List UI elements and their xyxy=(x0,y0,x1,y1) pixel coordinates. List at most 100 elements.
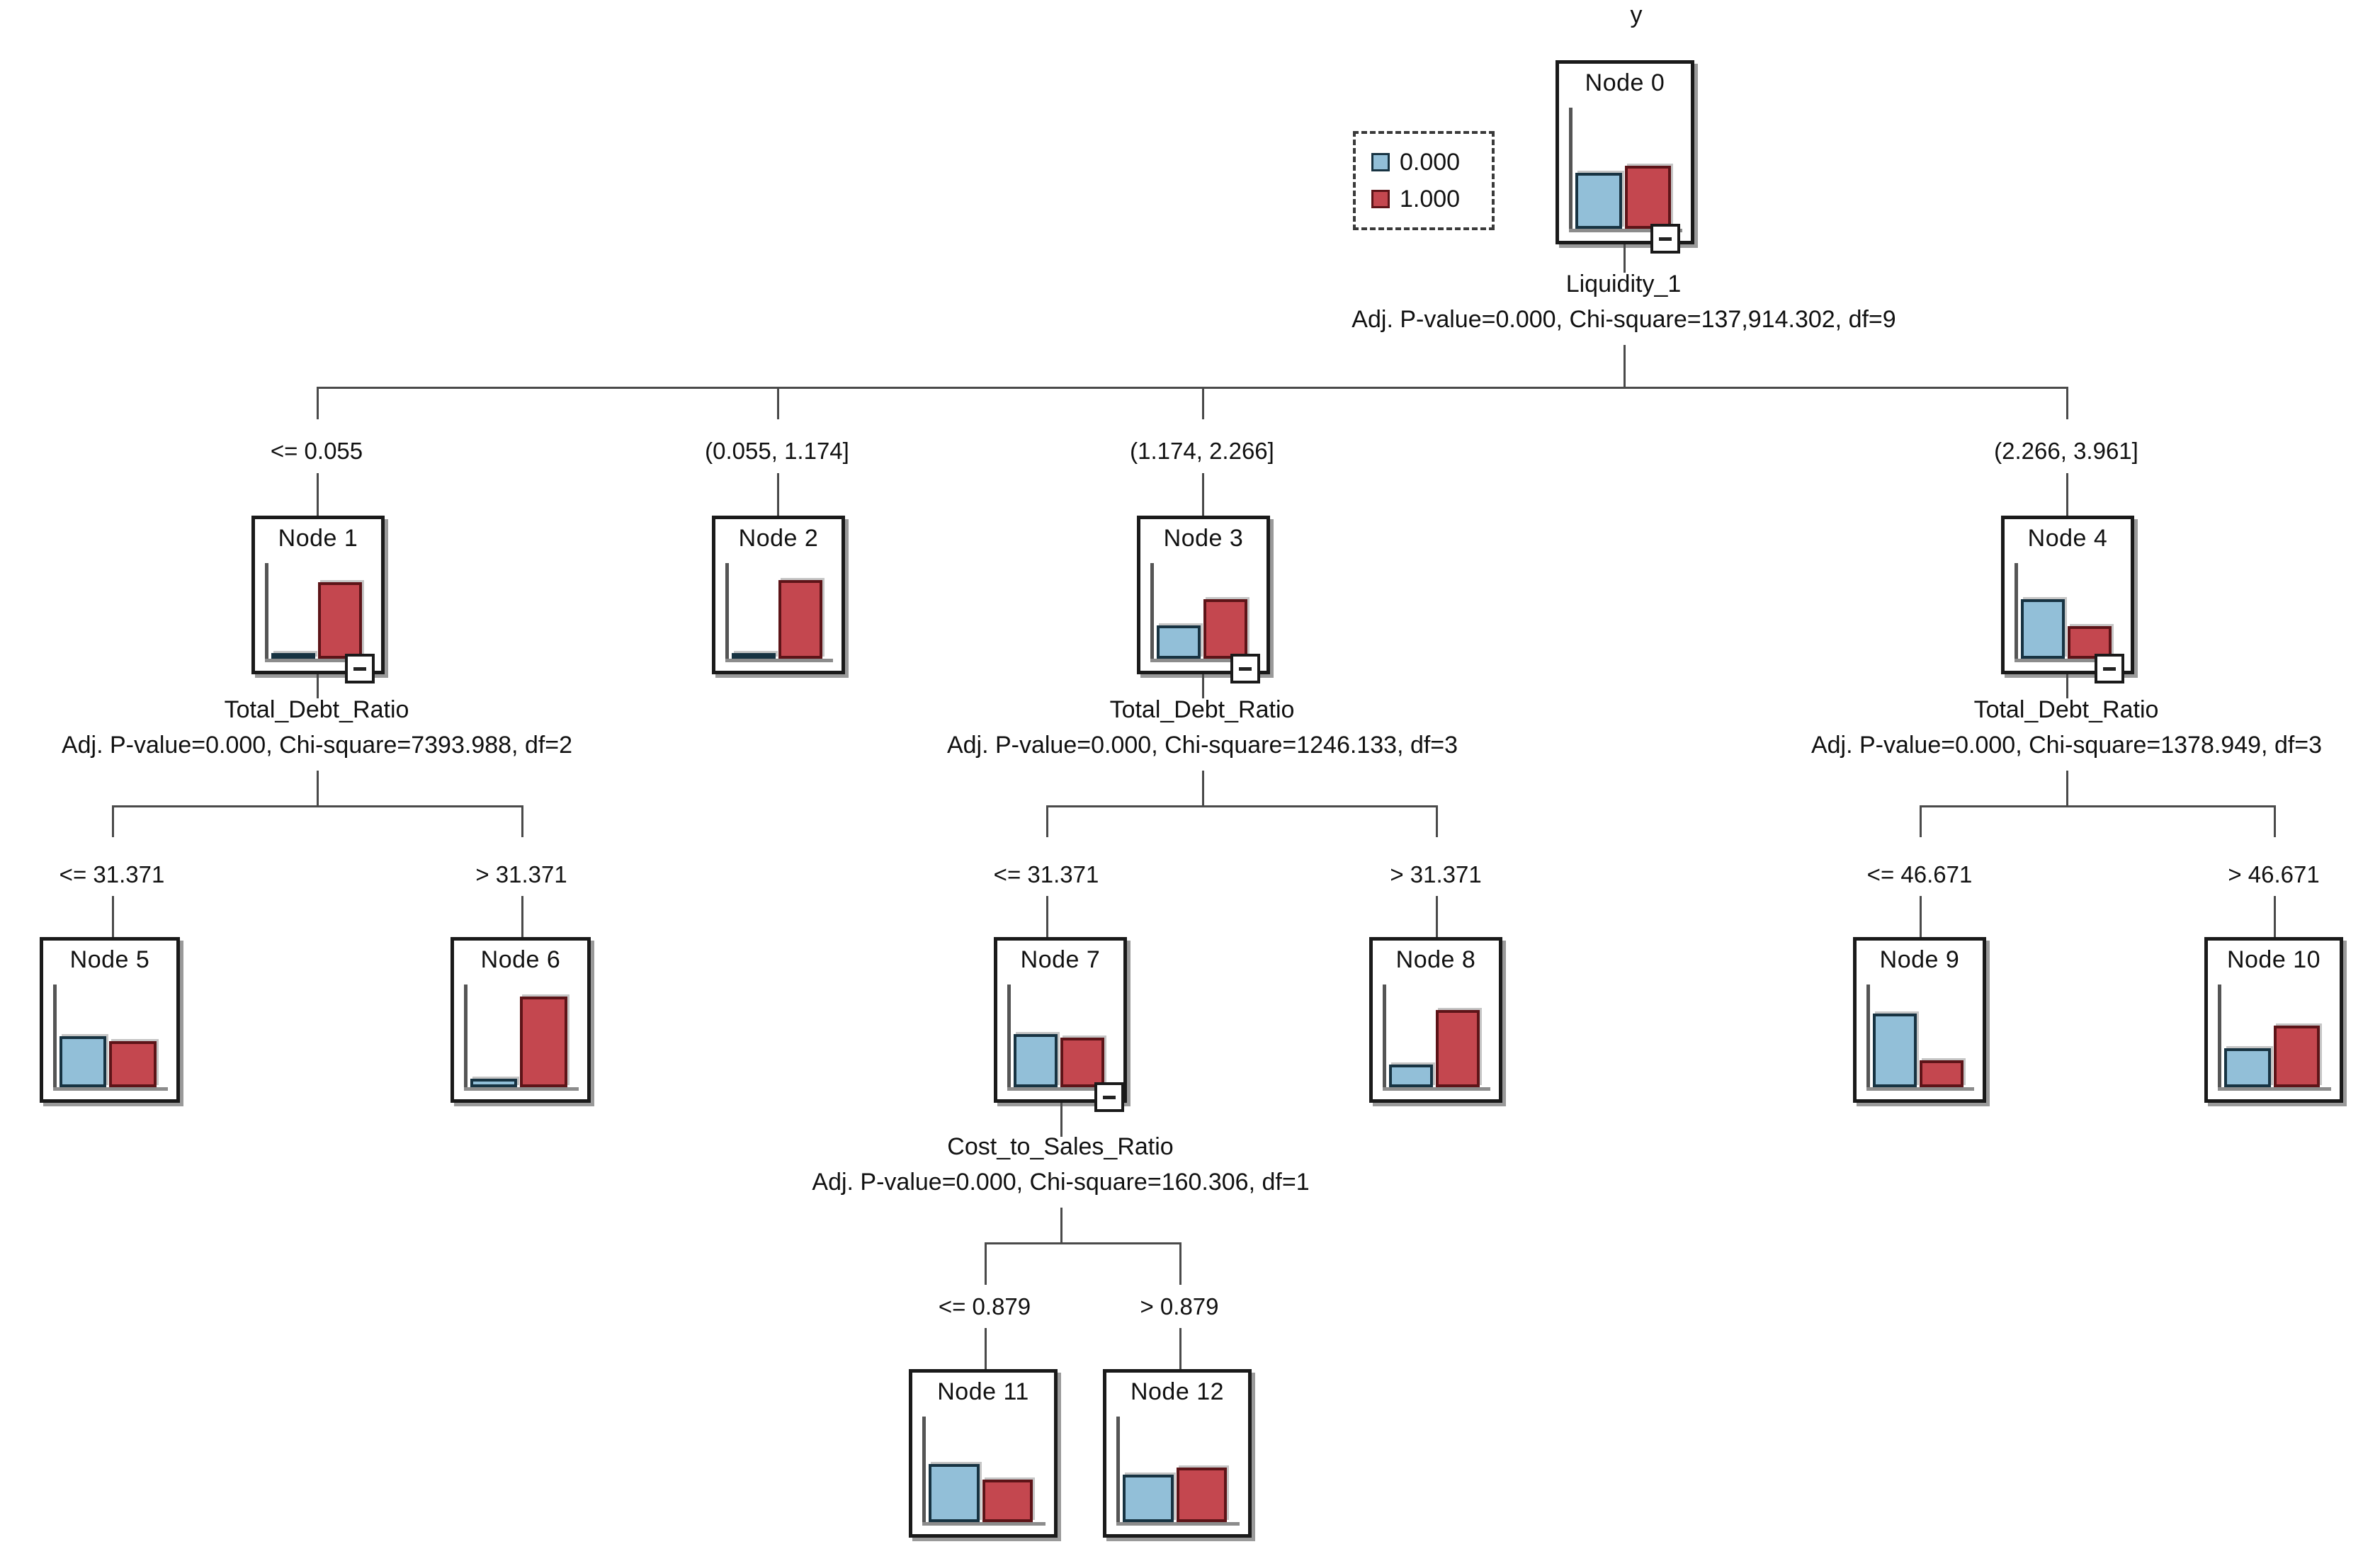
node-11-bars xyxy=(929,1417,1044,1522)
connector-node-1-stem xyxy=(317,674,319,698)
node-2-title: Node 2 xyxy=(738,525,819,552)
split-label-node-1-variable: Total_Debt_Ratio xyxy=(224,696,409,723)
connector-node-3-down xyxy=(1202,771,1204,806)
legend-swatch-class-0 xyxy=(1371,153,1390,171)
edge-label-root-1: <= 0.055 xyxy=(270,438,363,464)
node-7-bars xyxy=(1014,985,1114,1087)
node-1-x-axis xyxy=(265,659,373,662)
connector-root-to-node-2 xyxy=(777,387,779,419)
connector-root-to-node-1 xyxy=(317,387,319,419)
connector-node-7-stem xyxy=(1060,1103,1062,1137)
tree-node-11[interactable]: Node 11 xyxy=(909,1369,1058,1538)
node-1-title: Node 1 xyxy=(278,525,358,552)
node-10-bars xyxy=(2224,985,2330,1087)
node-10-y-axis xyxy=(2218,985,2221,1091)
edge-label-node7-left: <= 0.879 xyxy=(938,1293,1031,1320)
node-3-chart xyxy=(1150,563,1258,662)
node-5-x-axis xyxy=(53,1087,168,1091)
edge-label-node4-right: > 46.671 xyxy=(2228,861,2320,887)
edge-label-node1-right: > 31.371 xyxy=(475,861,567,887)
node-2-bar-class-1 xyxy=(778,580,823,659)
tree-node-8[interactable]: Node 8 xyxy=(1369,937,1502,1103)
tree-node-12[interactable]: Node 12 xyxy=(1103,1369,1252,1538)
connector-edge-1-drop xyxy=(317,473,319,516)
tree-node-7[interactable]: Node 7 xyxy=(994,937,1127,1103)
node-4-y-axis xyxy=(2014,563,2018,662)
node-9-bar-class-1 xyxy=(1920,1060,1964,1087)
node-1-collapse-toggle[interactable] xyxy=(345,654,375,683)
node-2-bar-class-0 xyxy=(732,653,776,659)
connector-node-0-down xyxy=(1624,345,1626,387)
split-label-node-7-variable: Cost_to_Sales_Ratio xyxy=(947,1133,1174,1160)
tree-node-9[interactable]: Node 9 xyxy=(1853,937,1986,1103)
node-0-collapse-toggle[interactable] xyxy=(1650,224,1680,254)
node-0-bars xyxy=(1575,108,1681,229)
node-5-chart xyxy=(53,985,168,1091)
tree-node-1[interactable]: Node 1 xyxy=(251,516,385,674)
node-0-bar-class-1 xyxy=(1624,166,1672,229)
tree-node-6[interactable]: Node 6 xyxy=(450,937,591,1103)
node-0-title: Node 0 xyxy=(1585,69,1665,96)
node-7-x-axis xyxy=(1007,1087,1115,1091)
tree-node-5[interactable]: Node 5 xyxy=(40,937,180,1103)
node-7-title: Node 7 xyxy=(1020,946,1101,973)
node-9-bar-class-0 xyxy=(1873,1013,1917,1087)
node-5-y-axis xyxy=(53,985,57,1091)
connector-node-4-bus xyxy=(1920,805,2274,807)
node-9-title: Node 9 xyxy=(1879,946,1960,973)
node-11-title: Node 11 xyxy=(937,1378,1029,1405)
connector-node-7-bus xyxy=(985,1242,1179,1244)
connector-node-7-to-node-12 xyxy=(1179,1242,1182,1285)
node-12-bar-class-1 xyxy=(1176,1467,1228,1522)
node-1-bar-class-0 xyxy=(271,653,316,659)
node-11-chart xyxy=(922,1417,1046,1526)
node-4-collapse-toggle[interactable] xyxy=(2095,654,2124,683)
split-label-node-0-variable: Liquidity_1 xyxy=(1565,271,1682,297)
node-3-bars xyxy=(1157,563,1257,659)
connector-root-to-node-4 xyxy=(2066,387,2068,419)
connector-node-7-down xyxy=(1060,1208,1062,1243)
legend-label-class-0: 0.000 xyxy=(1400,148,1461,176)
node-8-bars xyxy=(1389,985,1489,1087)
node-12-x-axis xyxy=(1116,1522,1240,1526)
node-6-bar-class-0 xyxy=(470,1079,518,1087)
legend-item-class-0: 0.000 xyxy=(1371,144,1473,181)
node-6-x-axis xyxy=(464,1087,579,1091)
node-1-bar-class-1 xyxy=(318,582,363,659)
split-label-node-3-stats: Adj. P-value=0.000, Chi-square=1246.133,… xyxy=(946,732,1458,759)
node-12-y-axis xyxy=(1116,1417,1120,1526)
tree-node-0[interactable]: Node 0 xyxy=(1556,60,1694,244)
tree-node-10[interactable]: Node 10 xyxy=(2204,937,2343,1103)
node-12-title: Node 12 xyxy=(1130,1378,1225,1405)
connector-node-7-drop xyxy=(1046,896,1048,937)
node-8-title: Node 8 xyxy=(1395,946,1476,973)
node-4-x-axis xyxy=(2014,659,2122,662)
node-5-bar-class-1 xyxy=(109,1040,157,1087)
connector-edge-4-drop xyxy=(2066,473,2068,516)
node-3-collapse-toggle[interactable] xyxy=(1230,654,1260,683)
node-11-bar-class-1 xyxy=(982,1480,1033,1522)
connector-node-9-drop xyxy=(1920,896,1922,937)
connector-node-0-stem xyxy=(1624,244,1626,273)
node-7-chart xyxy=(1007,985,1115,1091)
split-label-node-3-variable: Total_Debt_Ratio xyxy=(1109,696,1295,723)
tree-node-3[interactable]: Node 3 xyxy=(1137,516,1270,674)
node-6-title: Node 6 xyxy=(480,946,561,973)
tree-node-4[interactable]: Node 4 xyxy=(2001,516,2134,674)
node-10-bar-class-1 xyxy=(2273,1026,2320,1087)
connector-root-bus xyxy=(317,387,2066,389)
connector-node-3-bus xyxy=(1046,805,1436,807)
legend-label-class-1: 1.000 xyxy=(1400,185,1461,212)
node-4-title: Node 4 xyxy=(2027,525,2108,552)
node-1-bars xyxy=(271,563,371,659)
node-7-y-axis xyxy=(1007,985,1011,1091)
node-7-collapse-toggle[interactable] xyxy=(1094,1082,1124,1112)
node-12-bar-class-0 xyxy=(1123,1474,1174,1522)
node-8-bar-class-0 xyxy=(1389,1065,1434,1087)
connector-node-1-bus xyxy=(112,805,521,807)
tree-node-2[interactable]: Node 2 xyxy=(712,516,845,674)
connector-node-8-drop xyxy=(1436,896,1438,937)
node-10-title: Node 10 xyxy=(2226,946,2321,973)
node-0-y-axis xyxy=(1569,108,1572,232)
